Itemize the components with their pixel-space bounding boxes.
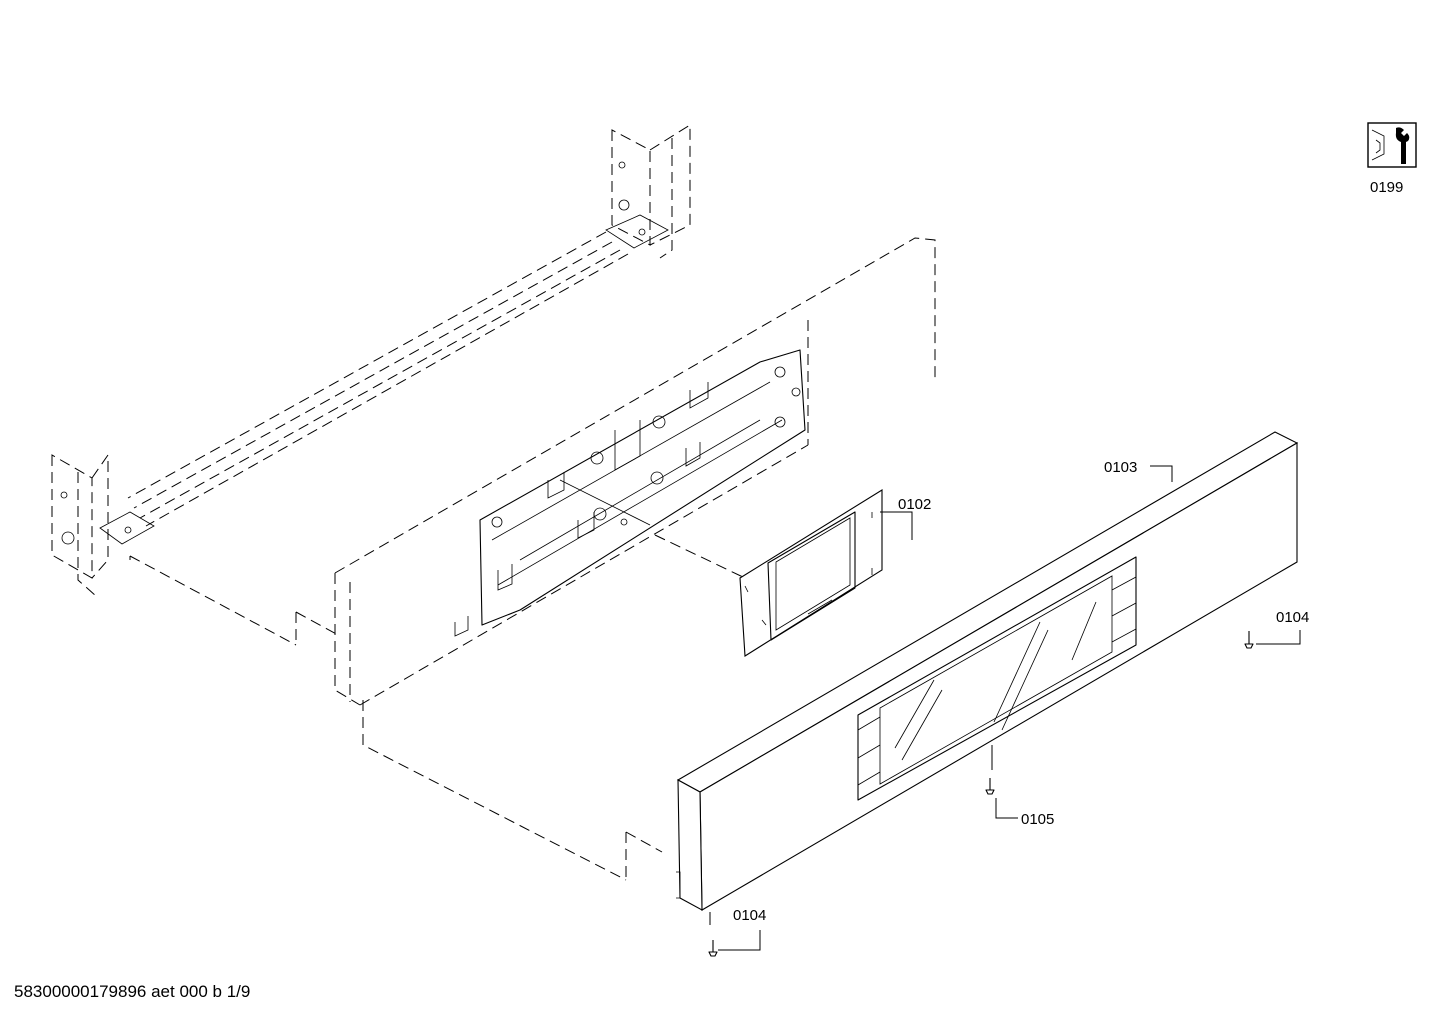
screw-left	[708, 940, 718, 957]
control-panel	[676, 431, 1299, 911]
callout-0104-right: 0104	[1276, 609, 1310, 626]
callout-0105: 0105	[1021, 811, 1055, 828]
inner-bracket	[454, 349, 806, 637]
callout-0199: 0199	[1370, 179, 1404, 196]
screw-center	[985, 778, 995, 795]
callout-0102: 0102	[898, 496, 932, 513]
wrench-icon	[1367, 122, 1417, 168]
document-id: 58300000179896 aet 000 b 1/9	[14, 982, 251, 1001]
chassis-rear-panel	[129, 237, 936, 881]
display-module	[739, 489, 883, 657]
callout-0103: 0103	[1104, 459, 1138, 476]
callout-0104-left: 0104	[733, 907, 767, 924]
mounting-rail-assembly	[51, 124, 691, 646]
screw-right	[1244, 631, 1254, 649]
leader-lines	[709, 465, 1301, 951]
